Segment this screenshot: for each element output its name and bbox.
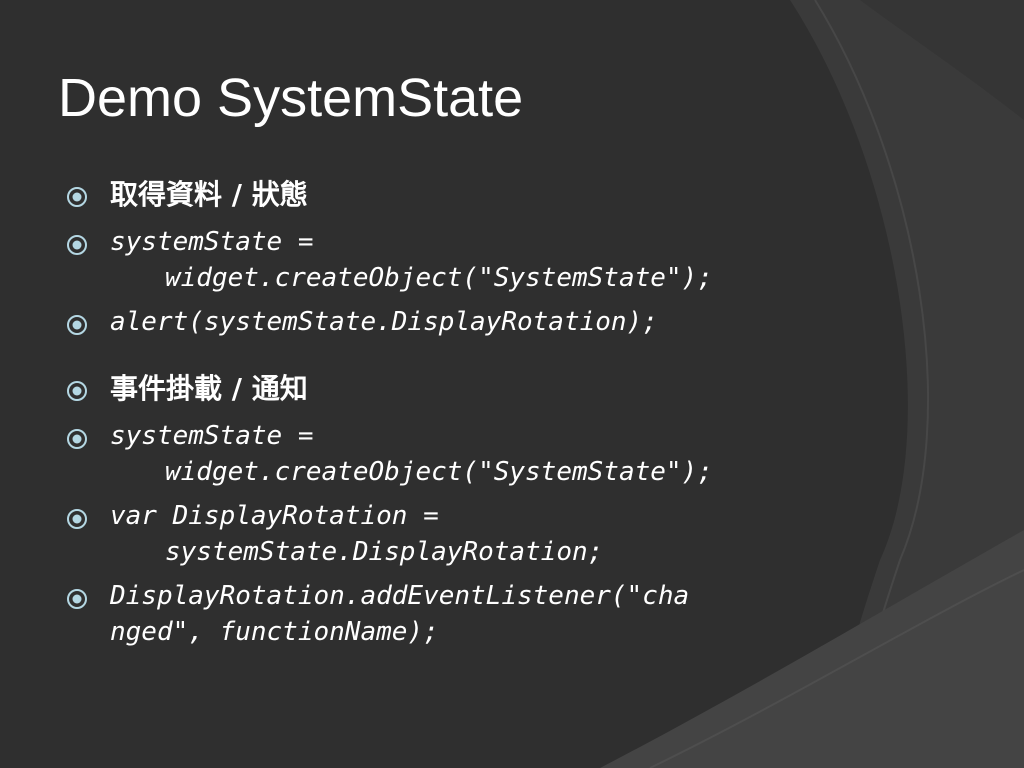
code-line: systemState = <box>110 227 314 257</box>
code-block: systemState = widget.createObject("Syste… <box>110 224 886 296</box>
target-circle-icon <box>66 498 110 532</box>
code-line: DisplayRotation.addEventListener("cha <box>110 581 690 611</box>
target-circle-icon <box>66 174 110 208</box>
target-circle-icon <box>66 578 110 612</box>
code-block: alert(systemState.DisplayRotation); <box>110 304 886 340</box>
bullet-list: 取得資料 / 狀態 systemState = widget.createObj… <box>66 174 886 658</box>
code-line: var DisplayRotation = <box>110 501 439 531</box>
target-circle-icon <box>66 418 110 452</box>
bullet-item: systemState = widget.createObject("Syste… <box>66 224 886 296</box>
code-line: systemState.DisplayRotation; <box>165 537 604 567</box>
target-circle-icon <box>66 304 110 338</box>
code-line: widget.createObject("SystemState"); <box>165 263 713 293</box>
bullet-item: 事件掛載 / 通知 <box>66 368 886 410</box>
slide-title: Demo SystemState <box>58 68 524 128</box>
code-line: nged", functionName); <box>110 617 439 647</box>
code-block: DisplayRotation.addEventListener("cha ng… <box>110 578 886 650</box>
target-circle-icon <box>66 368 110 402</box>
code-block: var DisplayRotation = systemState.Displa… <box>110 498 886 570</box>
code-line: systemState = <box>110 421 314 451</box>
bullet-item: DisplayRotation.addEventListener("cha ng… <box>66 578 886 650</box>
bullet-item: 取得資料 / 狀態 <box>66 174 886 216</box>
code-line: alert(systemState.DisplayRotation); <box>110 307 658 337</box>
code-line: widget.createObject("SystemState"); <box>165 457 713 487</box>
bullet-item: var DisplayRotation = systemState.Displa… <box>66 498 886 570</box>
bullet-text: 事件掛載 / 通知 <box>110 372 308 405</box>
bullet-item: systemState = widget.createObject("Syste… <box>66 418 886 490</box>
target-circle-icon <box>66 224 110 258</box>
bullet-text: 取得資料 / 狀態 <box>110 178 308 211</box>
code-block: systemState = widget.createObject("Syste… <box>110 418 886 490</box>
bullet-item: alert(systemState.DisplayRotation); <box>66 304 886 340</box>
